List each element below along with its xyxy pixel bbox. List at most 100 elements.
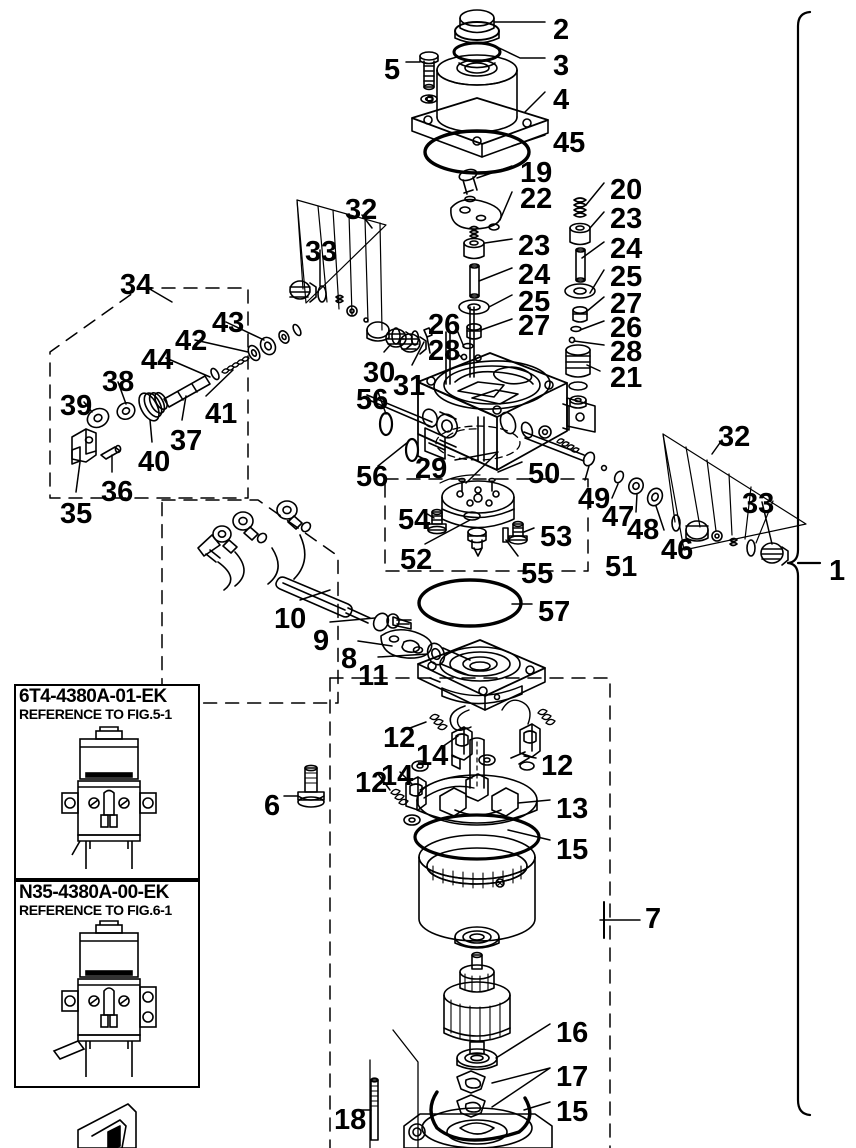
detail-box-51 (384, 478, 589, 572)
callout-number-26: 26 (610, 312, 643, 344)
callout-number-48: 48 (627, 514, 660, 546)
callout-number-20: 20 (610, 174, 643, 206)
detail-box-34 (49, 287, 249, 499)
reference-art-lower (16, 919, 198, 1077)
callout-number-10: 10 (274, 603, 307, 635)
callout-number-35: 35 (60, 498, 93, 530)
reference-model-code-upper: 6T4-4380A-01-EK (19, 686, 167, 707)
detail-box-harness (161, 499, 339, 704)
part-group-32-33-right (662, 433, 807, 566)
part-17-brackets (456, 1070, 486, 1118)
part-6-bolt (297, 764, 325, 808)
callout-number-23: 23 (610, 203, 643, 235)
bracket-label-7: 7 (645, 903, 662, 935)
callout-number-3: 3 (553, 50, 570, 82)
callout-number-43: 43 (212, 307, 245, 339)
callout-number-25: 25 (610, 261, 643, 293)
callout-number-36: 36 (101, 476, 134, 508)
callout-number-45: 45 (553, 127, 586, 159)
callout-number-26: 26 (428, 309, 461, 341)
callout-number-51: 51 (605, 551, 638, 583)
leader-lines (75, 21, 773, 1111)
callout-number-32: 32 (345, 194, 378, 226)
callout-number-8: 8 (341, 643, 358, 675)
part-3-o-ring (452, 41, 502, 63)
callout-number-42: 42 (175, 325, 208, 357)
callout-number-22: 22 (520, 183, 553, 215)
part-30-valve (385, 328, 420, 350)
callout-number-41: 41 (205, 398, 238, 430)
callout-number-13: 13 (556, 793, 589, 825)
callout-number-32: 32 (718, 421, 751, 453)
callout-number-56: 56 (356, 384, 389, 416)
callout-number-12: 12 (383, 722, 416, 754)
part-15-o-ring-upper (413, 813, 541, 861)
assembly-brace-1 (786, 10, 822, 1117)
callout-number-25: 25 (518, 286, 551, 318)
callout-number-33: 33 (742, 488, 775, 520)
motor-can (418, 834, 536, 942)
detail-box-7 (329, 677, 611, 1148)
callout-number-12: 12 (355, 767, 388, 799)
callout-number-38: 38 (102, 366, 135, 398)
reference-art-lower-svg (52, 919, 157, 1077)
callout-number-57: 57 (538, 596, 571, 628)
part-57-o-ring (417, 578, 523, 628)
callout-number-9: 9 (313, 625, 330, 657)
callout-number-23: 23 (518, 230, 551, 262)
callout-number-28: 28 (610, 336, 643, 368)
reference-box-upper: 6T4-4380A-01-EK REFERENCE TO FIG.5-1 (14, 684, 200, 880)
callout-number-46: 46 (661, 534, 694, 566)
manifold-body (366, 306, 596, 471)
callout-number-52: 52 (400, 544, 433, 576)
callout-number-16: 16 (556, 1017, 589, 1049)
part-31-pin (423, 327, 433, 354)
callout-number-24: 24 (610, 233, 643, 265)
callout-number-44: 44 (141, 344, 174, 376)
callout-number-11: 11 (358, 660, 389, 692)
reference-box-lower: N35-4380A-00-EK REFERENCE TO FIG.6-1 (14, 880, 200, 1088)
part-13-brush-holder (416, 737, 538, 826)
callout-number-19: 19 (520, 157, 553, 189)
part-22-retainer-plate (450, 198, 502, 231)
callout-number-15: 15 (556, 1096, 589, 1128)
callout-number-50: 50 (528, 458, 561, 490)
lower-end-housing (403, 1107, 553, 1148)
callout-number-12: 12 (541, 750, 574, 782)
part-5-bolt (419, 51, 439, 104)
part-group-32-33-left (289, 199, 427, 355)
reference-figure-lower: REFERENCE TO FIG.6-1 (19, 901, 172, 918)
callout-number-55: 55 (521, 558, 554, 590)
callout-number-24: 24 (518, 259, 551, 291)
brush-hardware (390, 699, 556, 826)
callout-number-56: 56 (356, 461, 389, 493)
callout-number-14: 14 (381, 760, 414, 792)
reference-figure-upper: REFERENCE TO FIG.5-1 (19, 705, 172, 722)
reference-model-code-lower: N35-4380A-00-EK (19, 882, 169, 903)
reference-art-upper (16, 723, 198, 873)
callout-number-31: 31 (393, 370, 426, 402)
detail-box-34-parts (71, 323, 302, 465)
callout-number-17: 17 (556, 1061, 589, 1093)
callout-number-49: 49 (578, 483, 611, 515)
callout-number-40: 40 (138, 446, 171, 478)
pump-assembly (427, 474, 528, 557)
reference-art-upper-svg (61, 725, 157, 869)
motor-top-housing (417, 639, 546, 711)
callout-number-27: 27 (610, 288, 643, 320)
callout-number-6: 6 (264, 790, 281, 822)
callout-number-21: 21 (610, 362, 643, 394)
part-15-o-ring-lower (429, 1090, 532, 1142)
callout-number-4: 4 (553, 84, 570, 116)
callout-number-33: 33 (305, 236, 338, 268)
callout-number-47: 47 (602, 501, 635, 533)
callout-number-18: 18 (334, 1104, 367, 1136)
part-4-reservoir-body (411, 54, 549, 158)
bracket-label-1: 1 (829, 555, 846, 587)
callout-number-29: 29 (415, 453, 448, 485)
part-2-reservoir-cap (454, 9, 500, 44)
right-valve-stack (564, 197, 596, 409)
callout-number-27: 27 (518, 310, 551, 342)
